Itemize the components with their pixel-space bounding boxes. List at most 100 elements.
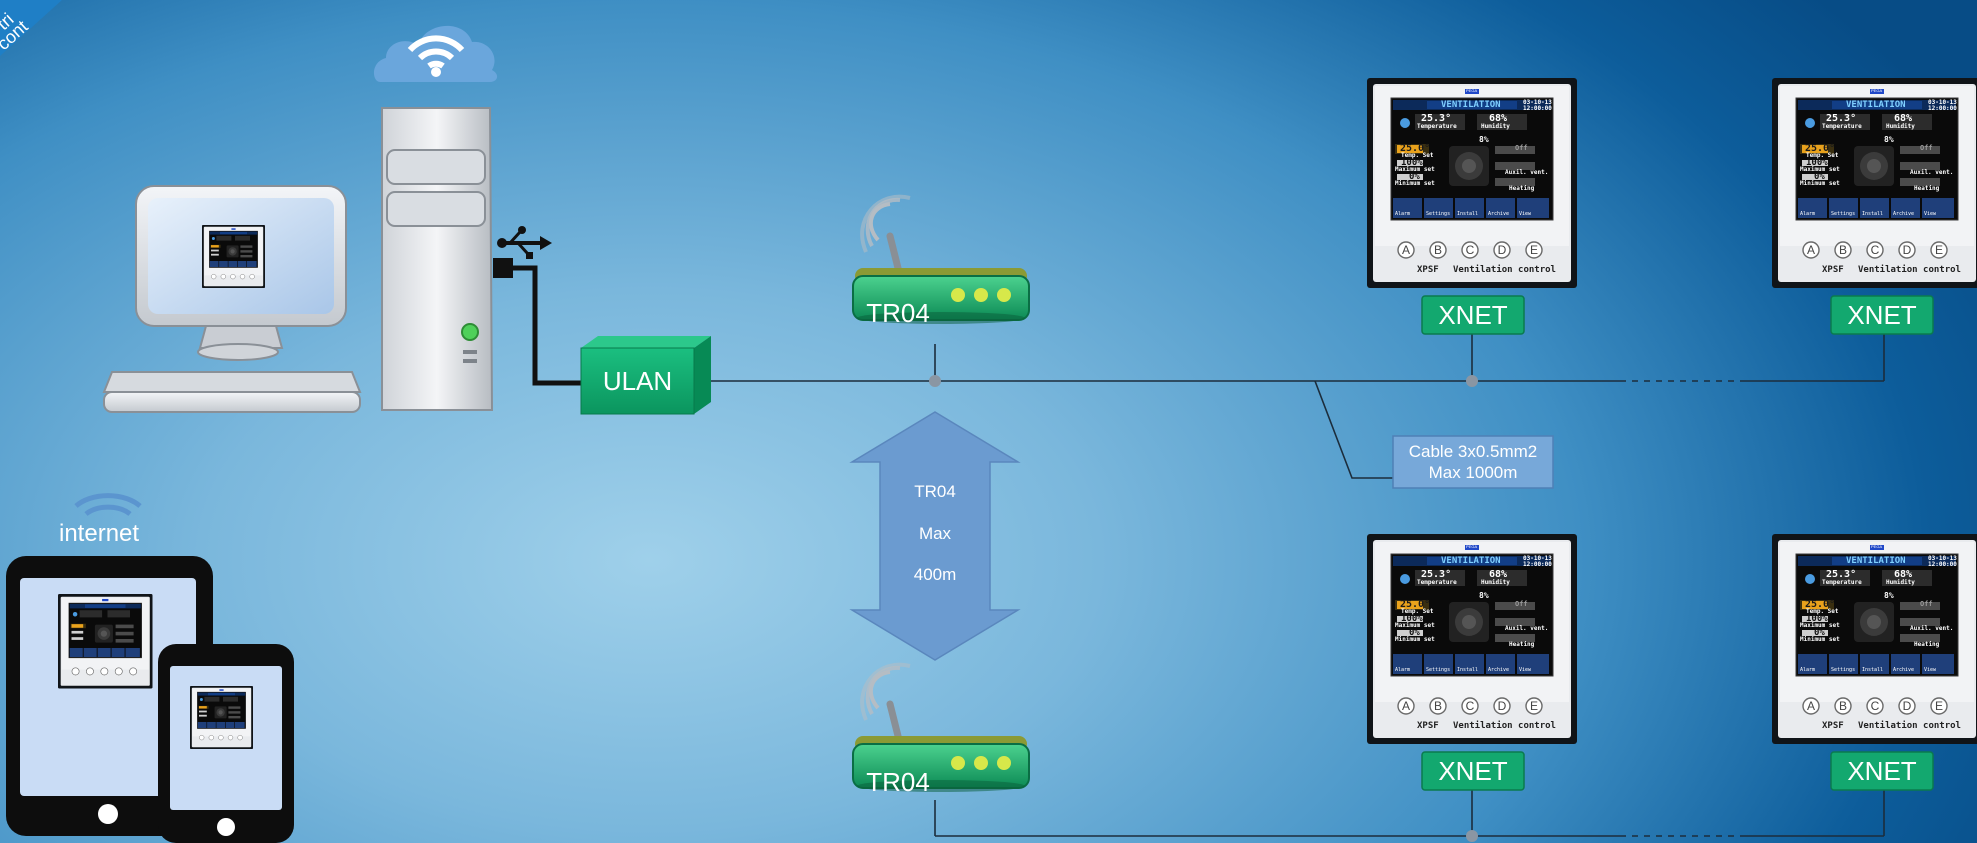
controller-auxil-label: Auxil. vent. [1505, 169, 1549, 176]
controller-menu-settings: Settings [1831, 667, 1856, 673]
controller-key-e: E [1934, 699, 1943, 713]
controller-key-d: D [1497, 243, 1507, 257]
controller-menu-settings: Settings [1831, 211, 1856, 217]
controller-brand: PEGA [1871, 88, 1883, 93]
controller-max-label: Maximum set [1800, 622, 1840, 629]
controller-date: 03-10-13 [1928, 555, 1957, 562]
controller-key-b: B [1433, 699, 1442, 713]
xnet-boxes [1421, 295, 1934, 791]
controller-menu-settings: Settings [1426, 667, 1451, 673]
controller-date: 03-10-13 [1928, 99, 1957, 106]
controller-set-value: 25.0° [1400, 143, 1431, 154]
controller-menu-install: Install [1457, 667, 1479, 673]
controller-min-label: Minimum set [1395, 180, 1435, 187]
controller-model-desc: Ventilation control [1453, 265, 1556, 275]
internet-label: internet [59, 520, 140, 547]
router-bottom-label: TR04 [866, 766, 930, 797]
controller-temperature-label: Temperature [1822, 123, 1862, 130]
controller-key-a: A [1401, 243, 1410, 257]
controller-humidity-label: Humidity [1886, 123, 1915, 130]
controller-menu-archive: Archive [1488, 211, 1510, 217]
controller-auxil-label: Auxil. vent. [1910, 169, 1954, 176]
controller-max-label: Maximum set [1395, 166, 1435, 173]
cloud-wifi-icon [373, 25, 498, 82]
controller-fan-value: 8% [1479, 135, 1489, 144]
controller-menu-alarm: Alarm [1800, 211, 1816, 217]
controller-temperature-label: Temperature [1417, 579, 1457, 586]
controller-brand: PEGA [1466, 88, 1478, 93]
controller-menu-settings: Settings [1426, 211, 1451, 217]
controller-key-e: E [1529, 699, 1538, 713]
controller-temperature-label: Temperature [1417, 123, 1457, 130]
monitor-icon [102, 185, 362, 413]
phone-icon [158, 644, 294, 843]
controller-key-b: B [1838, 699, 1847, 713]
controller-humidity-value: 68% [1894, 113, 1913, 124]
router-top-label: TR04 [866, 297, 930, 328]
controller-key-a: A [1806, 243, 1815, 257]
range-arrow [849, 411, 1021, 661]
controller-heating-label: Heating [1509, 185, 1535, 192]
controller-off-label: Off [1515, 144, 1528, 152]
cable-note-box [1392, 435, 1554, 489]
controller-min-value: 0% [1409, 628, 1420, 638]
controller-temperature-value: 25.3° [1826, 569, 1857, 580]
controller-min-value: 0% [1409, 172, 1420, 182]
usb-cable [513, 265, 581, 386]
controller-fan-value: 8% [1884, 135, 1894, 144]
controller-max-value: 100% [1401, 614, 1423, 624]
controller-key-b: B [1433, 243, 1442, 257]
bus-wires [711, 330, 1885, 837]
cable-note-line1: Cable 3x0.5mm2 [1408, 442, 1538, 461]
controller-fan-value: 8% [1884, 591, 1894, 600]
controller-max-value: 100% [1806, 614, 1828, 624]
controller-max-label: Maximum set [1800, 166, 1840, 173]
controller-auxil-label: Auxil. vent. [1910, 625, 1954, 632]
controller-heating-label: Heating [1914, 641, 1940, 648]
controller-heating-label: Heating [1509, 641, 1535, 648]
controller-time: 12:00:00 [1928, 561, 1957, 568]
controller-key-c: C [1465, 243, 1475, 257]
controller-key-c: C [1870, 699, 1880, 713]
controller-set-label: Temp. Set [1806, 608, 1839, 615]
controller-key-b: B [1838, 243, 1847, 257]
controller-set-value: 25.0° [1400, 599, 1431, 610]
controller-menu-install: Install [1862, 211, 1884, 217]
controller-brand: PEGA [1466, 544, 1478, 549]
controller-screen-title: VENTILATION [1441, 100, 1501, 110]
controller-humidity-label: Humidity [1886, 579, 1915, 586]
controller-min-label: Minimum set [1800, 636, 1840, 643]
controller-auxil-label: Auxil. vent. [1505, 625, 1549, 632]
internet-signal-icon [74, 493, 142, 517]
controller-model-desc: Ventilation control [1858, 265, 1961, 275]
controller-screen-title: VENTILATION [1846, 556, 1906, 566]
controller-screen-title: VENTILATION [1846, 100, 1906, 110]
controller-menu-view: View [1519, 667, 1532, 673]
controller-temperature-value: 25.3° [1826, 113, 1857, 124]
xnet-label-bottom-2: XNET [1847, 755, 1917, 786]
controller-humidity-label: Humidity [1481, 123, 1510, 130]
controller-model: XPSF [1417, 265, 1439, 275]
controller-set-value: 25.0° [1805, 143, 1836, 154]
controller-key-e: E [1529, 243, 1538, 257]
controller-humidity-value: 68% [1489, 569, 1508, 580]
controller-menu-archive: Archive [1488, 667, 1510, 673]
controller-menu-alarm: Alarm [1800, 667, 1816, 673]
controller-heating-label: Heating [1914, 185, 1940, 192]
controller-key-e: E [1934, 243, 1943, 257]
controller-time: 12:00:00 [1523, 105, 1552, 112]
controller-key-c: C [1870, 243, 1880, 257]
cable-note-line2: Max 1000m [1428, 463, 1518, 482]
pc-tower-icon [381, 107, 494, 411]
range-line1: TR04 [914, 482, 956, 501]
controller-set-label: Temp. Set [1401, 608, 1434, 615]
controller-model-desc: Ventilation control [1858, 721, 1961, 731]
controller-min-label: Minimum set [1395, 636, 1435, 643]
xnet-label-bottom-1: XNET [1438, 755, 1508, 786]
controller-menu-view: View [1924, 211, 1937, 217]
controller-temperature-value: 25.3° [1421, 569, 1452, 580]
controller-off-label: Off [1920, 144, 1933, 152]
ulan-label: ULAN [602, 365, 673, 396]
controller-menu-install: Install [1457, 211, 1479, 217]
